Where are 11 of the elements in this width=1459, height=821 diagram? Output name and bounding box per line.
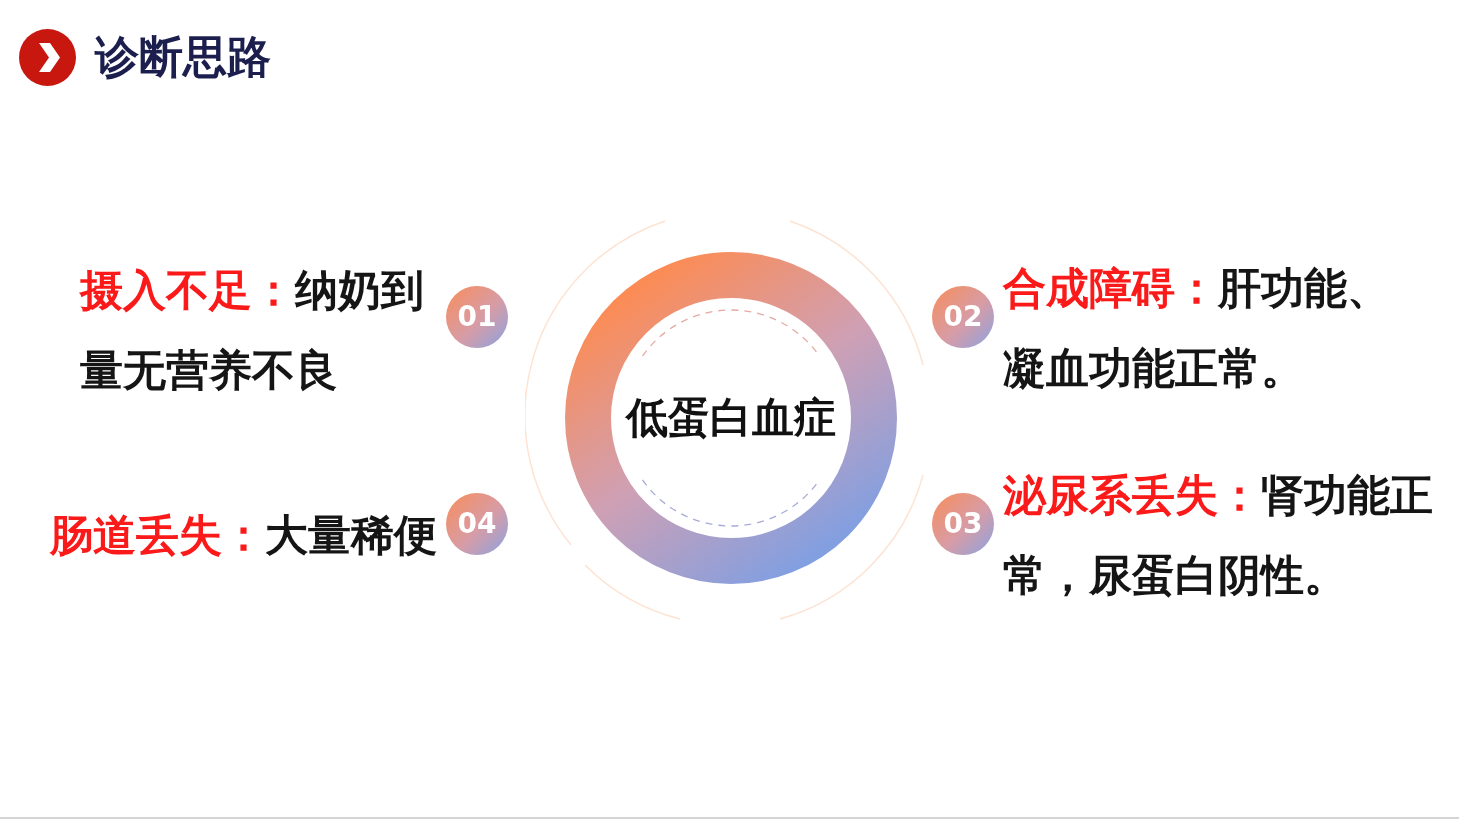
- slide-title: 诊断思路: [95, 30, 271, 84]
- number-circle: 04: [446, 493, 508, 555]
- cause-description: 肠道丢失：大量稀便: [50, 509, 438, 562]
- gradient-ring: [565, 252, 897, 584]
- number-circle: 02: [932, 286, 994, 348]
- topic-label: 低蛋白血症: [626, 393, 836, 443]
- cause-description: 合成障碍：肝功能、凝血功能正常。: [1003, 262, 1391, 395]
- cause-description: 泌尿系丢失：肾功能正常，尿蛋白阴性。: [1003, 469, 1434, 602]
- number-circle: 03: [932, 493, 994, 555]
- cause-description: 摄入不足：纳奶到量无营养不良: [80, 264, 425, 397]
- number-circle: 01: [446, 286, 508, 348]
